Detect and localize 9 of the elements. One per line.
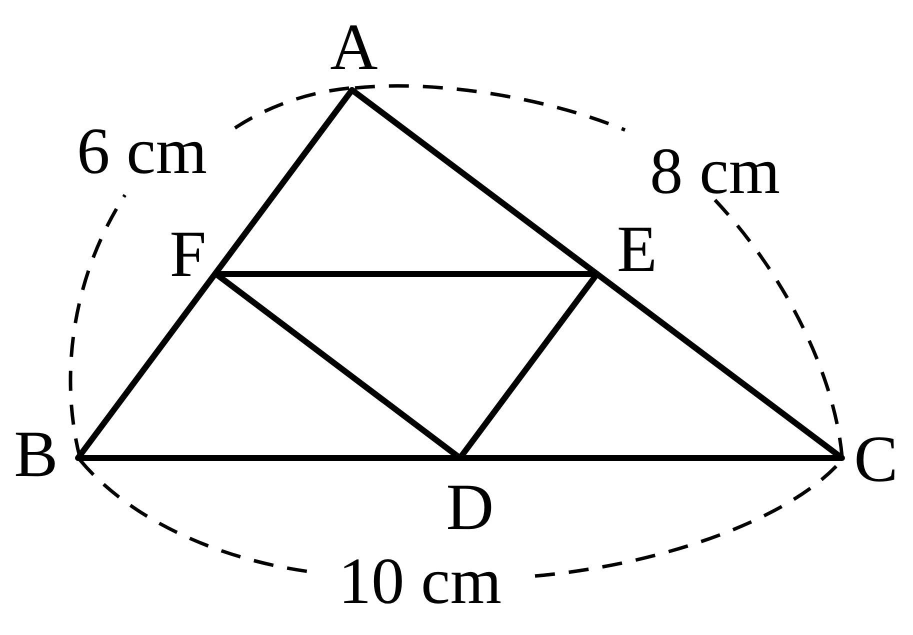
point-label: E — [616, 217, 658, 283]
point-label: F — [170, 222, 206, 288]
vertex-label: B — [14, 422, 58, 488]
dimension-label: 10 cm — [338, 549, 502, 615]
vertex-label: C — [854, 427, 898, 493]
vertex-label: A — [330, 15, 378, 81]
dimension-label: 6 cm — [76, 119, 208, 185]
point-label: D — [446, 475, 494, 541]
dimension-label: 8 cm — [650, 139, 780, 205]
